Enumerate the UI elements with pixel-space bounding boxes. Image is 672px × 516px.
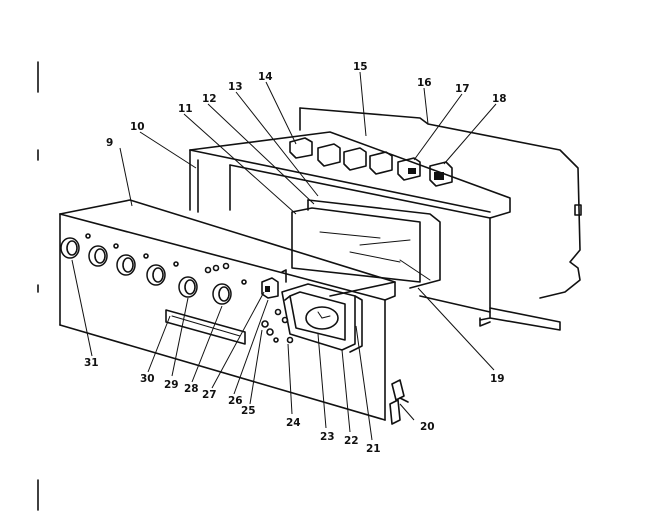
- leader-lines: [71, 71, 497, 441]
- label-25: 25: [241, 405, 256, 417]
- label-29: 29: [164, 379, 179, 391]
- label-24: 24: [286, 417, 301, 429]
- panel-slot: [165, 309, 246, 345]
- label-27: 27: [202, 389, 217, 401]
- label-11: 11: [178, 103, 193, 115]
- side-bracket: [389, 379, 409, 425]
- back-housing: [189, 131, 561, 331]
- label-9: 9: [106, 137, 113, 149]
- part-labels: 9 10 11 12 13 14 15 16 17 18 19 20 21 22…: [84, 61, 507, 455]
- label-22: 22: [344, 435, 359, 447]
- label-18: 18: [492, 93, 507, 105]
- label-23: 23: [320, 431, 335, 443]
- small-switch: [261, 269, 287, 299]
- timer-module: [291, 199, 441, 289]
- clock-assembly: [281, 283, 363, 353]
- knob-1: [60, 237, 80, 259]
- label-17: 17: [455, 83, 470, 95]
- label-16: 16: [417, 77, 432, 89]
- label-19: 19: [490, 373, 505, 385]
- label-26: 26: [228, 395, 243, 407]
- small-parts: [261, 308, 294, 344]
- label-28: 28: [184, 383, 199, 395]
- knob-3: [116, 254, 136, 276]
- label-13: 13: [228, 81, 243, 93]
- label-21: 21: [366, 443, 381, 455]
- knobs: [60, 233, 247, 305]
- knob-2: [88, 245, 108, 267]
- label-30: 30: [140, 373, 155, 385]
- switch-row: [289, 137, 453, 187]
- rear-bracket: [299, 107, 582, 299]
- knob-markers: [85, 233, 247, 285]
- knob-5: [178, 276, 198, 298]
- knob-4: [146, 264, 166, 286]
- label-10: 10: [130, 121, 145, 133]
- label-15: 15: [353, 61, 368, 73]
- knob-6: [212, 283, 232, 305]
- front-panel: [59, 199, 396, 421]
- label-12: 12: [202, 93, 217, 105]
- label-31: 31: [84, 357, 99, 369]
- label-14: 14: [258, 71, 273, 83]
- label-20: 20: [420, 421, 435, 433]
